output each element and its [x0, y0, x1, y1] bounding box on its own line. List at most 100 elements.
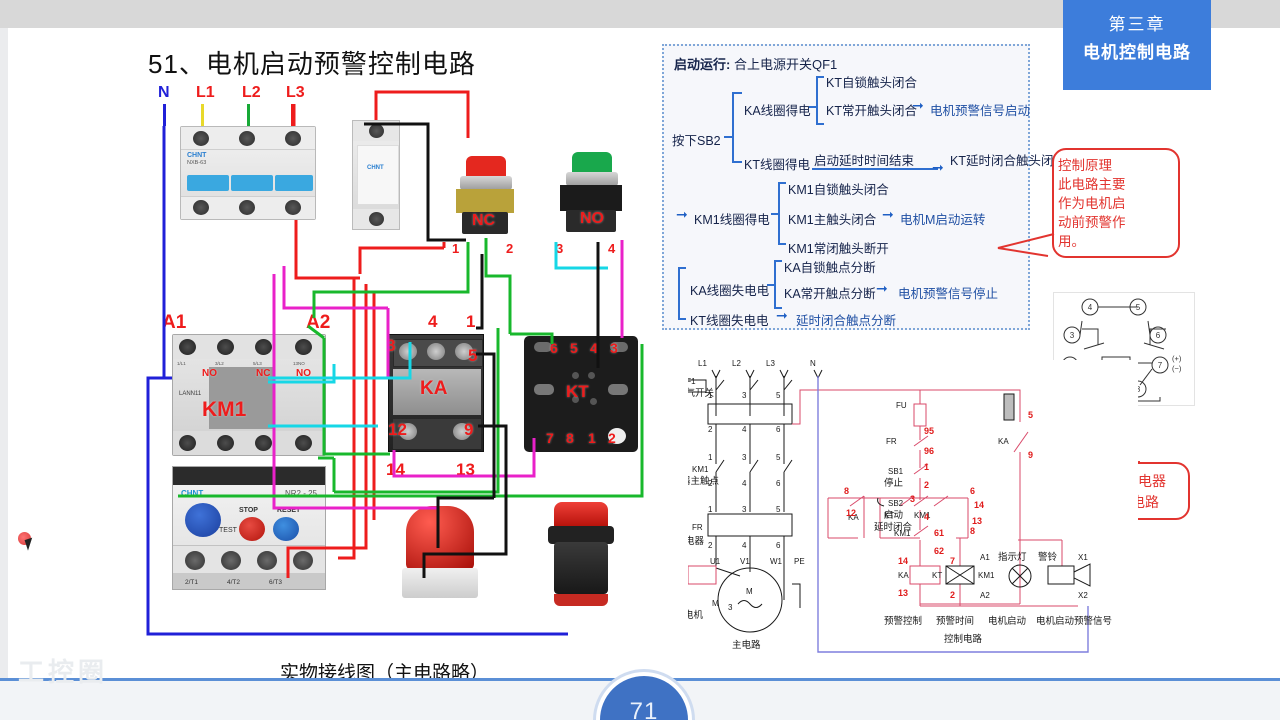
svg-text:KM1: KM1 [692, 465, 709, 474]
page-title: 51、电机启动预警控制电路 [148, 49, 476, 79]
flow-brace4-top [678, 267, 686, 269]
svg-text:控制电路: 控制电路 [944, 633, 983, 645]
svg-text:FU: FU [896, 401, 907, 410]
svg-text:KT: KT [932, 571, 942, 580]
svg-text:8: 8 [970, 526, 975, 536]
svg-text:电机启动预警信号: 电机启动预警信号 [1036, 615, 1112, 627]
thermal-term-4t2: 4/T2 [227, 579, 241, 586]
svg-text:KA: KA [848, 513, 859, 522]
svg-text:5: 5 [1028, 410, 1033, 420]
svg-text:预警时间: 预警时间 [936, 615, 974, 627]
svg-text:指示灯: 指示灯 [998, 551, 1027, 563]
svg-text:9: 9 [1028, 450, 1033, 460]
contactor-label-a1: A1 [162, 312, 187, 333]
kt-terminal-5: 5 [570, 340, 578, 356]
svg-text:L3: L3 [766, 360, 775, 368]
svg-text:7: 7 [950, 556, 955, 566]
flow-brace3-bottom [778, 243, 786, 245]
svg-text:8: 8 [1136, 385, 1141, 394]
ka-terminal-13: 13 [456, 460, 475, 479]
svg-text:2: 2 [924, 480, 929, 490]
svg-text:FR: FR [886, 437, 897, 446]
svg-text:停止: 停止 [884, 477, 904, 489]
flow-brace2-bottom [816, 123, 824, 125]
svg-text:95: 95 [924, 426, 934, 436]
flow-km1-nc-open: KM1常闭触头断开 [788, 242, 889, 256]
flowchart-panel: 启动运行: 合上电源开关QF1 按下SB2 KA线圈得电 KT线圈得电 KT自锁… [662, 44, 1066, 330]
flow-brace5-vertical [774, 260, 776, 308]
svg-text:2: 2 [708, 541, 713, 550]
watermark: 工控圈 [18, 657, 109, 687]
thermal-test-label: TEST [219, 527, 237, 534]
relay-ka [388, 334, 484, 452]
svg-text:M: M [712, 599, 719, 608]
svg-text:6: 6 [1156, 331, 1161, 340]
page-number-badge: 71 [596, 672, 692, 720]
flow-delay-close-open: 延时闭合触点分断 [796, 314, 897, 328]
flow-km1-coil-energized: KM1线圈得电 [694, 213, 770, 227]
flow-long-arrow-line [812, 168, 938, 170]
callout-principle-line-4: 用。 [1058, 234, 1085, 249]
relay-socket-kt: KT [524, 336, 638, 452]
svg-text:4: 4 [1088, 303, 1093, 312]
physical-wiring-photo: N L1 L2 L3 CHNT NXB-63 [138, 78, 668, 650]
svg-text:3: 3 [728, 603, 733, 612]
svg-text:L1: L1 [698, 360, 707, 368]
flow-motor-prewarn-stop: 电机预警信号停止 [898, 287, 999, 301]
flow-brace3-vertical [778, 182, 780, 244]
left-edge-strip [0, 28, 8, 678]
kt-device-label: KT [566, 382, 589, 401]
svg-text:1: 1 [708, 453, 713, 462]
ka-terminal-4: 4 [428, 312, 438, 331]
button-label-no: NO [580, 210, 604, 227]
svg-text:1: 1 [924, 462, 929, 472]
flow-brace3-top [778, 182, 786, 184]
svg-text:KM1: KM1 [914, 511, 931, 520]
svg-text:2: 2 [708, 479, 713, 488]
svg-text:3: 3 [910, 494, 915, 504]
flow-brace5-bottom [774, 307, 782, 309]
svg-text:警铃: 警铃 [1038, 551, 1058, 563]
chapter-banner-line2: 电机控制电路 [1083, 43, 1191, 62]
flow-brace1-top [732, 92, 742, 94]
flow-kt-coil-deenergized: KT线圈失电电 [690, 314, 769, 328]
contactor-aux-no-right: NO [296, 368, 311, 379]
flowchart-header-text: 合上电源开关QF1 [733, 57, 838, 72]
wire-L1-drop [201, 104, 204, 126]
svg-text:14: 14 [898, 556, 908, 566]
ka-terminal-12: 12 [388, 420, 407, 439]
flow-arrow-2-icon: ➞ [932, 159, 944, 175]
callout-control-principle: 控制原理 此电路主要 作为电机启 动前预警作 用。 [1052, 148, 1180, 258]
kt-terminal-3: 3 [610, 340, 618, 356]
flowchart-header: 启动运行: 合上电源开关QF1 [674, 54, 837, 73]
contactor-terminal-13no: 13NO [293, 361, 305, 366]
svg-text:KT: KT [884, 511, 894, 520]
svg-text:2: 2 [950, 590, 955, 600]
kt-terminal-7: 7 [546, 430, 554, 446]
flow-brace1-bottom [732, 161, 742, 163]
svg-text:PE: PE [794, 557, 805, 566]
svg-text:6: 6 [776, 479, 781, 488]
svg-text:SB2: SB2 [888, 499, 904, 508]
flow-brace5-top [774, 260, 782, 262]
svg-text:4: 4 [742, 425, 747, 434]
svg-text:62: 62 [934, 546, 944, 556]
flow-press-sb2: 按下SB2 [672, 134, 721, 148]
svg-text:5: 5 [776, 391, 781, 400]
contactor-terminal-3: 3/L2 [215, 361, 224, 366]
flow-ka-no-open: KA常开触点分断 [784, 287, 876, 301]
svg-text:14: 14 [974, 500, 984, 510]
svg-text:热继电器: 热继电器 [688, 535, 705, 547]
flow-brace1-stem [724, 136, 732, 138]
thermal-brand: CHNT [181, 489, 204, 498]
ka-terminal-8: 8 [386, 336, 396, 355]
contactor-km1: 1/L1 3/L2 5/L3 13NO LANN11 [172, 334, 326, 456]
single-breaker-brand: CHNT [367, 165, 384, 171]
svg-text:5: 5 [776, 505, 781, 514]
flow-kt-no-close: KT常开触头闭合 [826, 104, 917, 118]
svg-text:6: 6 [776, 541, 781, 550]
svg-text:5: 5 [1136, 303, 1141, 312]
svg-text:电机: 电机 [688, 609, 704, 621]
svg-text:X1: X1 [1078, 553, 1088, 562]
